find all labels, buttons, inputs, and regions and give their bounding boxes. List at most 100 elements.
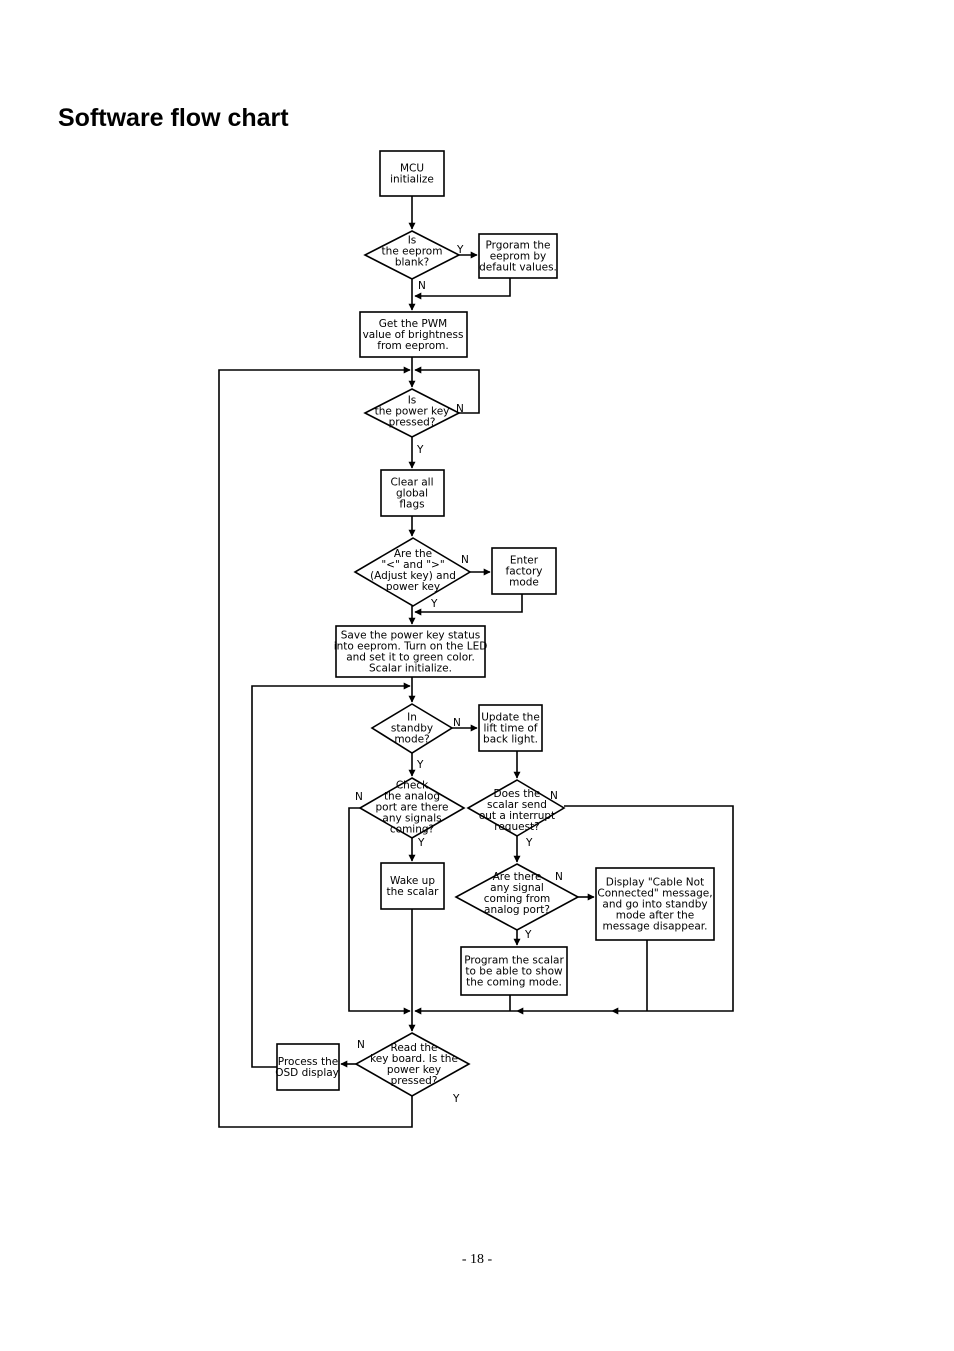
- node-text-line: message disappear.: [603, 921, 708, 933]
- edge-labels: Y N N Y N Y N Y N Y N Y N Y N Y: [355, 244, 563, 1105]
- node-text-line: Does the: [493, 788, 540, 800]
- node-text-line: Save the power key status: [341, 630, 480, 642]
- connector: [251, 682, 411, 1068]
- edge-label: Y: [524, 929, 532, 941]
- node-text-line: back light.: [483, 734, 538, 746]
- page-title: Software flow chart: [58, 104, 289, 132]
- node-text-line: pressed?: [389, 417, 436, 429]
- node-text-line: Are there: [493, 871, 542, 883]
- node-text-line: Is: [408, 235, 417, 247]
- node-text-line: any signals: [382, 813, 441, 825]
- node-text-line: Scalar initialize.: [369, 663, 452, 675]
- edge-label: N: [418, 280, 426, 292]
- node-text-line: "<" and ">": [381, 559, 444, 571]
- node-text-line: Prgoram the: [486, 240, 551, 252]
- node-text-line: the eeprom: [382, 246, 443, 258]
- edge-label: N: [456, 403, 464, 415]
- edge-label: N: [357, 1039, 365, 1051]
- connector: [218, 366, 413, 1128]
- connectors: [218, 196, 734, 1128]
- node-text-line: default values.: [479, 262, 557, 274]
- edge-label: Y: [416, 444, 424, 456]
- node-text-line: mode?: [394, 734, 429, 746]
- node-text-line: Process the: [278, 1056, 338, 1068]
- node-text-line: factory: [506, 566, 543, 578]
- node-text-line: Program the scalar: [464, 955, 564, 967]
- node-text-line: analog port?: [484, 904, 550, 916]
- node-text-line: Enter: [510, 555, 539, 567]
- edge-label: Y: [416, 759, 424, 771]
- node-text-line: In: [407, 712, 417, 724]
- node-text-line: the scalar: [387, 886, 440, 898]
- node-text-line: value of brightness: [363, 329, 464, 341]
- node-text-line: flags: [399, 499, 424, 511]
- edge-label: N: [355, 791, 363, 803]
- node-text-line: the analog: [384, 791, 440, 803]
- edge-label: N: [453, 717, 461, 729]
- node-text-line: lift time of: [484, 723, 538, 735]
- node-text-line: MCU: [400, 163, 424, 175]
- node-text-line: Clear all: [390, 477, 433, 489]
- node-text-line: port are there: [376, 802, 449, 814]
- node-text-line: Get the PWM: [379, 318, 447, 330]
- node-text-line: Wake up: [390, 875, 435, 887]
- node-text-line: the coming mode.: [466, 977, 562, 989]
- edge-label: Y: [452, 1093, 460, 1105]
- node-text-line: Is: [408, 395, 417, 407]
- node-text-line: request?: [494, 821, 540, 833]
- edge-label: Y: [525, 837, 533, 849]
- node-text-line: Display "Cable Not: [606, 877, 704, 889]
- connector: [414, 594, 523, 616]
- node-text-line: Read the: [391, 1042, 438, 1054]
- node-text-line: global: [396, 488, 428, 500]
- edge-label: N: [461, 554, 469, 566]
- page-number: - 18 -: [461, 1252, 493, 1267]
- node-text-line: into eeprom. Turn on the LED: [334, 641, 488, 653]
- node-text-line: power key: [386, 581, 440, 593]
- edge-label: Y: [456, 244, 464, 256]
- node-text-line: power key: [387, 1064, 441, 1076]
- edge-label: Y: [430, 598, 438, 610]
- node-text-line: initialize: [390, 174, 434, 186]
- connector: [414, 366, 480, 414]
- edge-label: N: [555, 871, 563, 883]
- node-text-line: the power key: [375, 406, 450, 418]
- node-text-line: (Adjust key) and: [370, 570, 456, 582]
- node-text-line: and go into standby: [602, 899, 707, 911]
- node-text-line: eeprom by: [490, 251, 547, 263]
- node-text-line: Update the: [481, 712, 540, 724]
- node-text-line: blank?: [395, 257, 429, 269]
- connector: [414, 278, 511, 300]
- node-text-line: Check: [396, 780, 429, 792]
- node-text-line: Are the: [394, 548, 432, 560]
- connector: [564, 805, 734, 1015]
